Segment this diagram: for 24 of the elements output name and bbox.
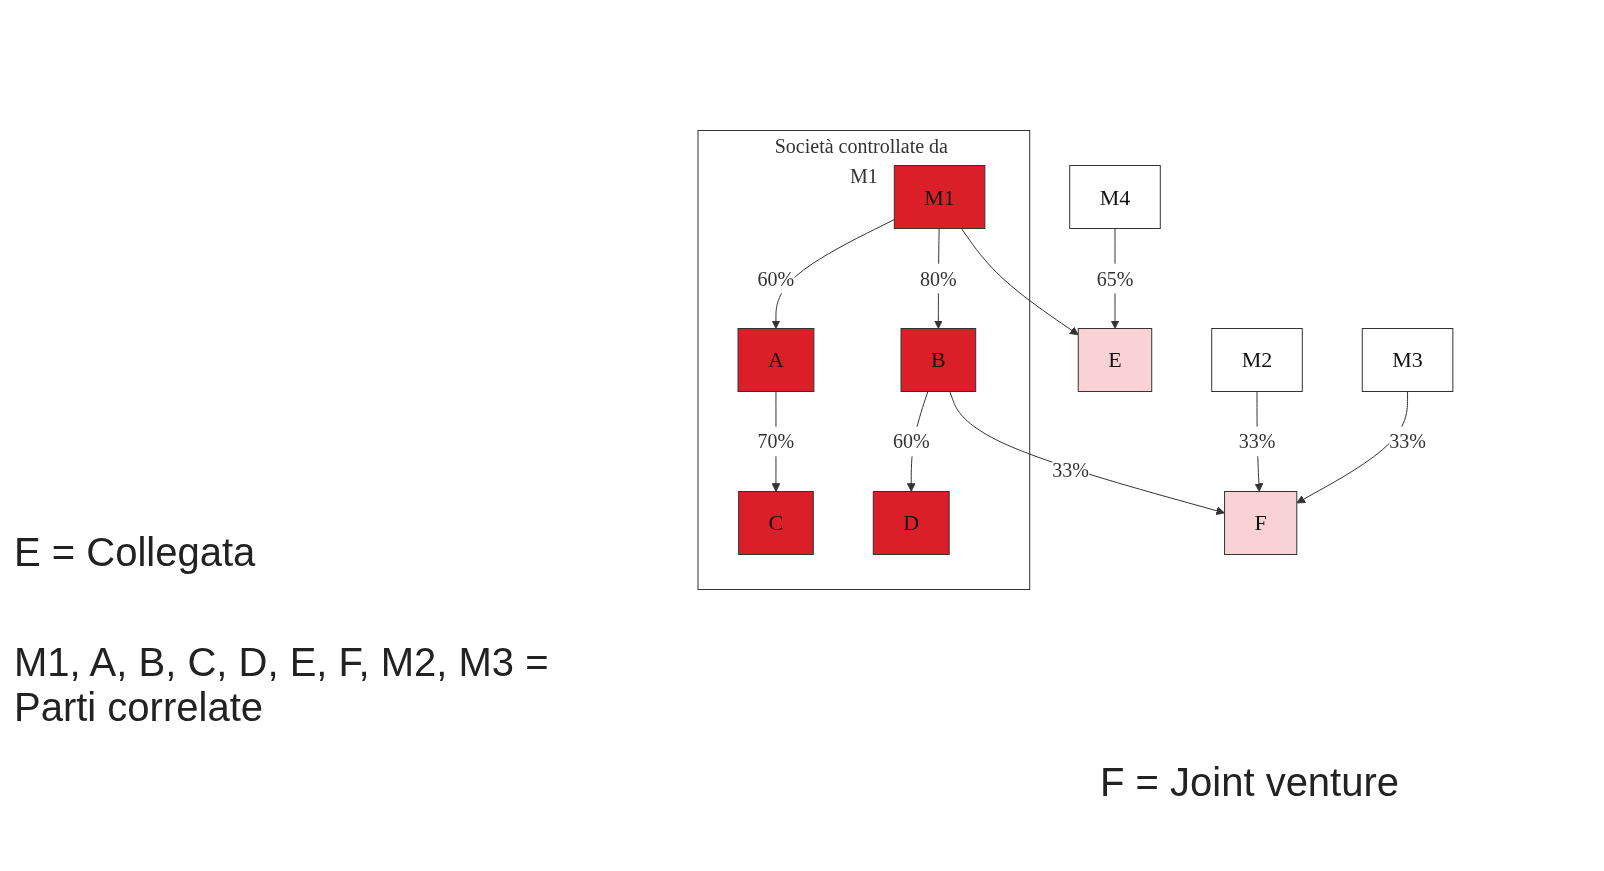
edge-label: 33% [1388,430,1426,453]
edge-label: 33% [1051,459,1089,482]
edge-label: 60% [757,267,794,290]
note-text: E = Collegata [14,530,257,575]
node-box: F [1223,491,1297,555]
node-box: M3 [1361,328,1453,392]
arrow [771,219,895,329]
edge-label: 33% [1238,430,1275,453]
note-text: F = Joint venture [1100,760,1401,805]
node-box: M2 [1210,328,1303,392]
edge-label: 80% [919,267,957,290]
edge-label: 60% [892,430,930,453]
node-box: M1 [893,165,985,229]
edge-label: 65% [1096,267,1133,290]
arrow [960,228,1079,336]
node-box: B [900,328,976,392]
node-box: E [1077,328,1152,392]
arrow [948,391,1225,516]
node-box: D [872,491,950,555]
edge-label: 70% [757,430,794,453]
node-box: A [737,328,814,392]
node-box: M4 [1068,165,1161,229]
node-box: C [737,491,814,555]
note-text: M1, A, B, C, D, E, F, M2, M3 = Parti correlate [14,640,550,730]
